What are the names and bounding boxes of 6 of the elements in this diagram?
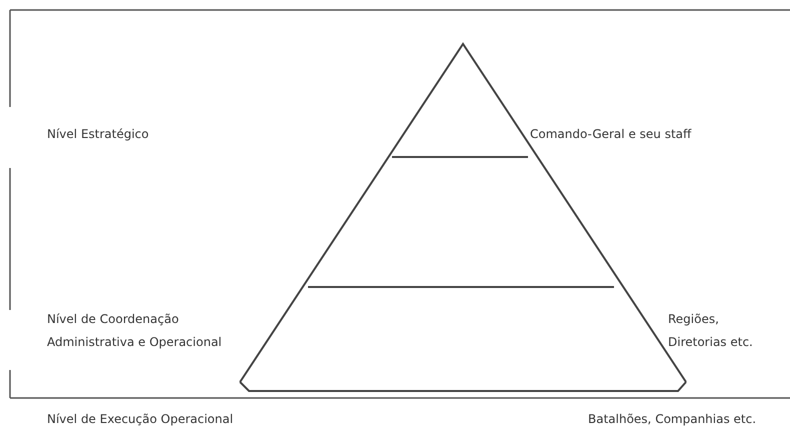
level-description: Regiões, Diretorias etc. xyxy=(668,311,754,351)
level-label: Nível de Coordenação Administrativa e Operacional xyxy=(47,311,223,351)
level-label: Nível de Execução Operacional xyxy=(47,411,234,428)
level-label: Nível Estratégico xyxy=(47,126,149,143)
level-description: Comando-Geral e seu staff xyxy=(530,126,692,143)
level-description: Batalhões, Companhias etc. xyxy=(588,411,756,428)
